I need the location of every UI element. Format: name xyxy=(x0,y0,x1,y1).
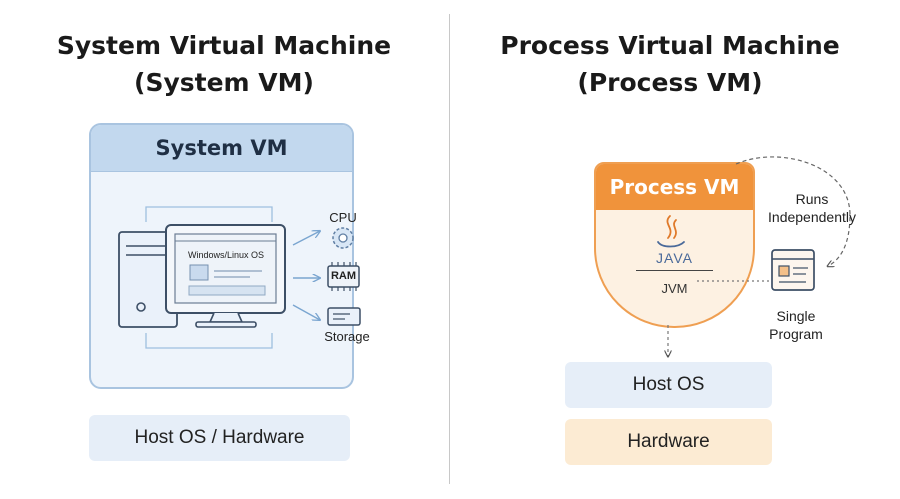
java-divider xyxy=(636,270,713,271)
host-os-bar: Host OS xyxy=(565,362,772,408)
runs-line2: Independently xyxy=(768,209,856,225)
runs-line1: Runs xyxy=(795,191,829,207)
runs-independently-label: Runs Independently xyxy=(752,190,872,226)
system-vm-title-line2: (System VM) xyxy=(134,68,314,97)
monitor-icon xyxy=(165,224,286,328)
hardware-bar: Hardware xyxy=(565,419,772,465)
screen-os-label: Windows/Linux OS xyxy=(187,250,265,260)
storage-label: Storage xyxy=(324,329,370,344)
jvm-label: JVM xyxy=(661,281,688,296)
cpu-gear-icon xyxy=(332,227,354,249)
process-vm-title-line2: (Process VM) xyxy=(577,68,763,97)
ram-label: RAM xyxy=(330,270,357,282)
center-divider xyxy=(449,14,450,484)
single-line2: Program xyxy=(769,326,823,342)
java-logo-icon xyxy=(657,215,685,248)
process-vm-shape: Process VM JAVA JVM xyxy=(594,162,755,328)
system-vm-header: System VM xyxy=(91,125,352,172)
system-vm-title-line1: System Virtual Machine xyxy=(56,31,392,60)
single-program-label: Single Program xyxy=(756,307,836,343)
ram-chip-icon xyxy=(327,262,360,291)
single-line1: Single xyxy=(776,308,816,324)
system-vm-title: System Virtual Machine (System VM) xyxy=(14,27,434,101)
runs-independently-arc xyxy=(735,156,851,266)
cpu-label: CPU xyxy=(329,210,357,225)
process-vm-title: Process Virtual Machine (Process VM) xyxy=(460,27,880,101)
process-vm-header: Process VM xyxy=(596,164,753,210)
program-window-icon xyxy=(771,249,815,291)
host-os-hardware-bar: Host OS / Hardware xyxy=(89,415,350,461)
storage-drive-icon xyxy=(327,307,361,326)
java-label: JAVA xyxy=(656,250,693,266)
bracket-frame xyxy=(145,206,273,349)
process-vm-title-line1: Process Virtual Machine xyxy=(500,31,840,60)
resource-arrows xyxy=(292,231,320,320)
